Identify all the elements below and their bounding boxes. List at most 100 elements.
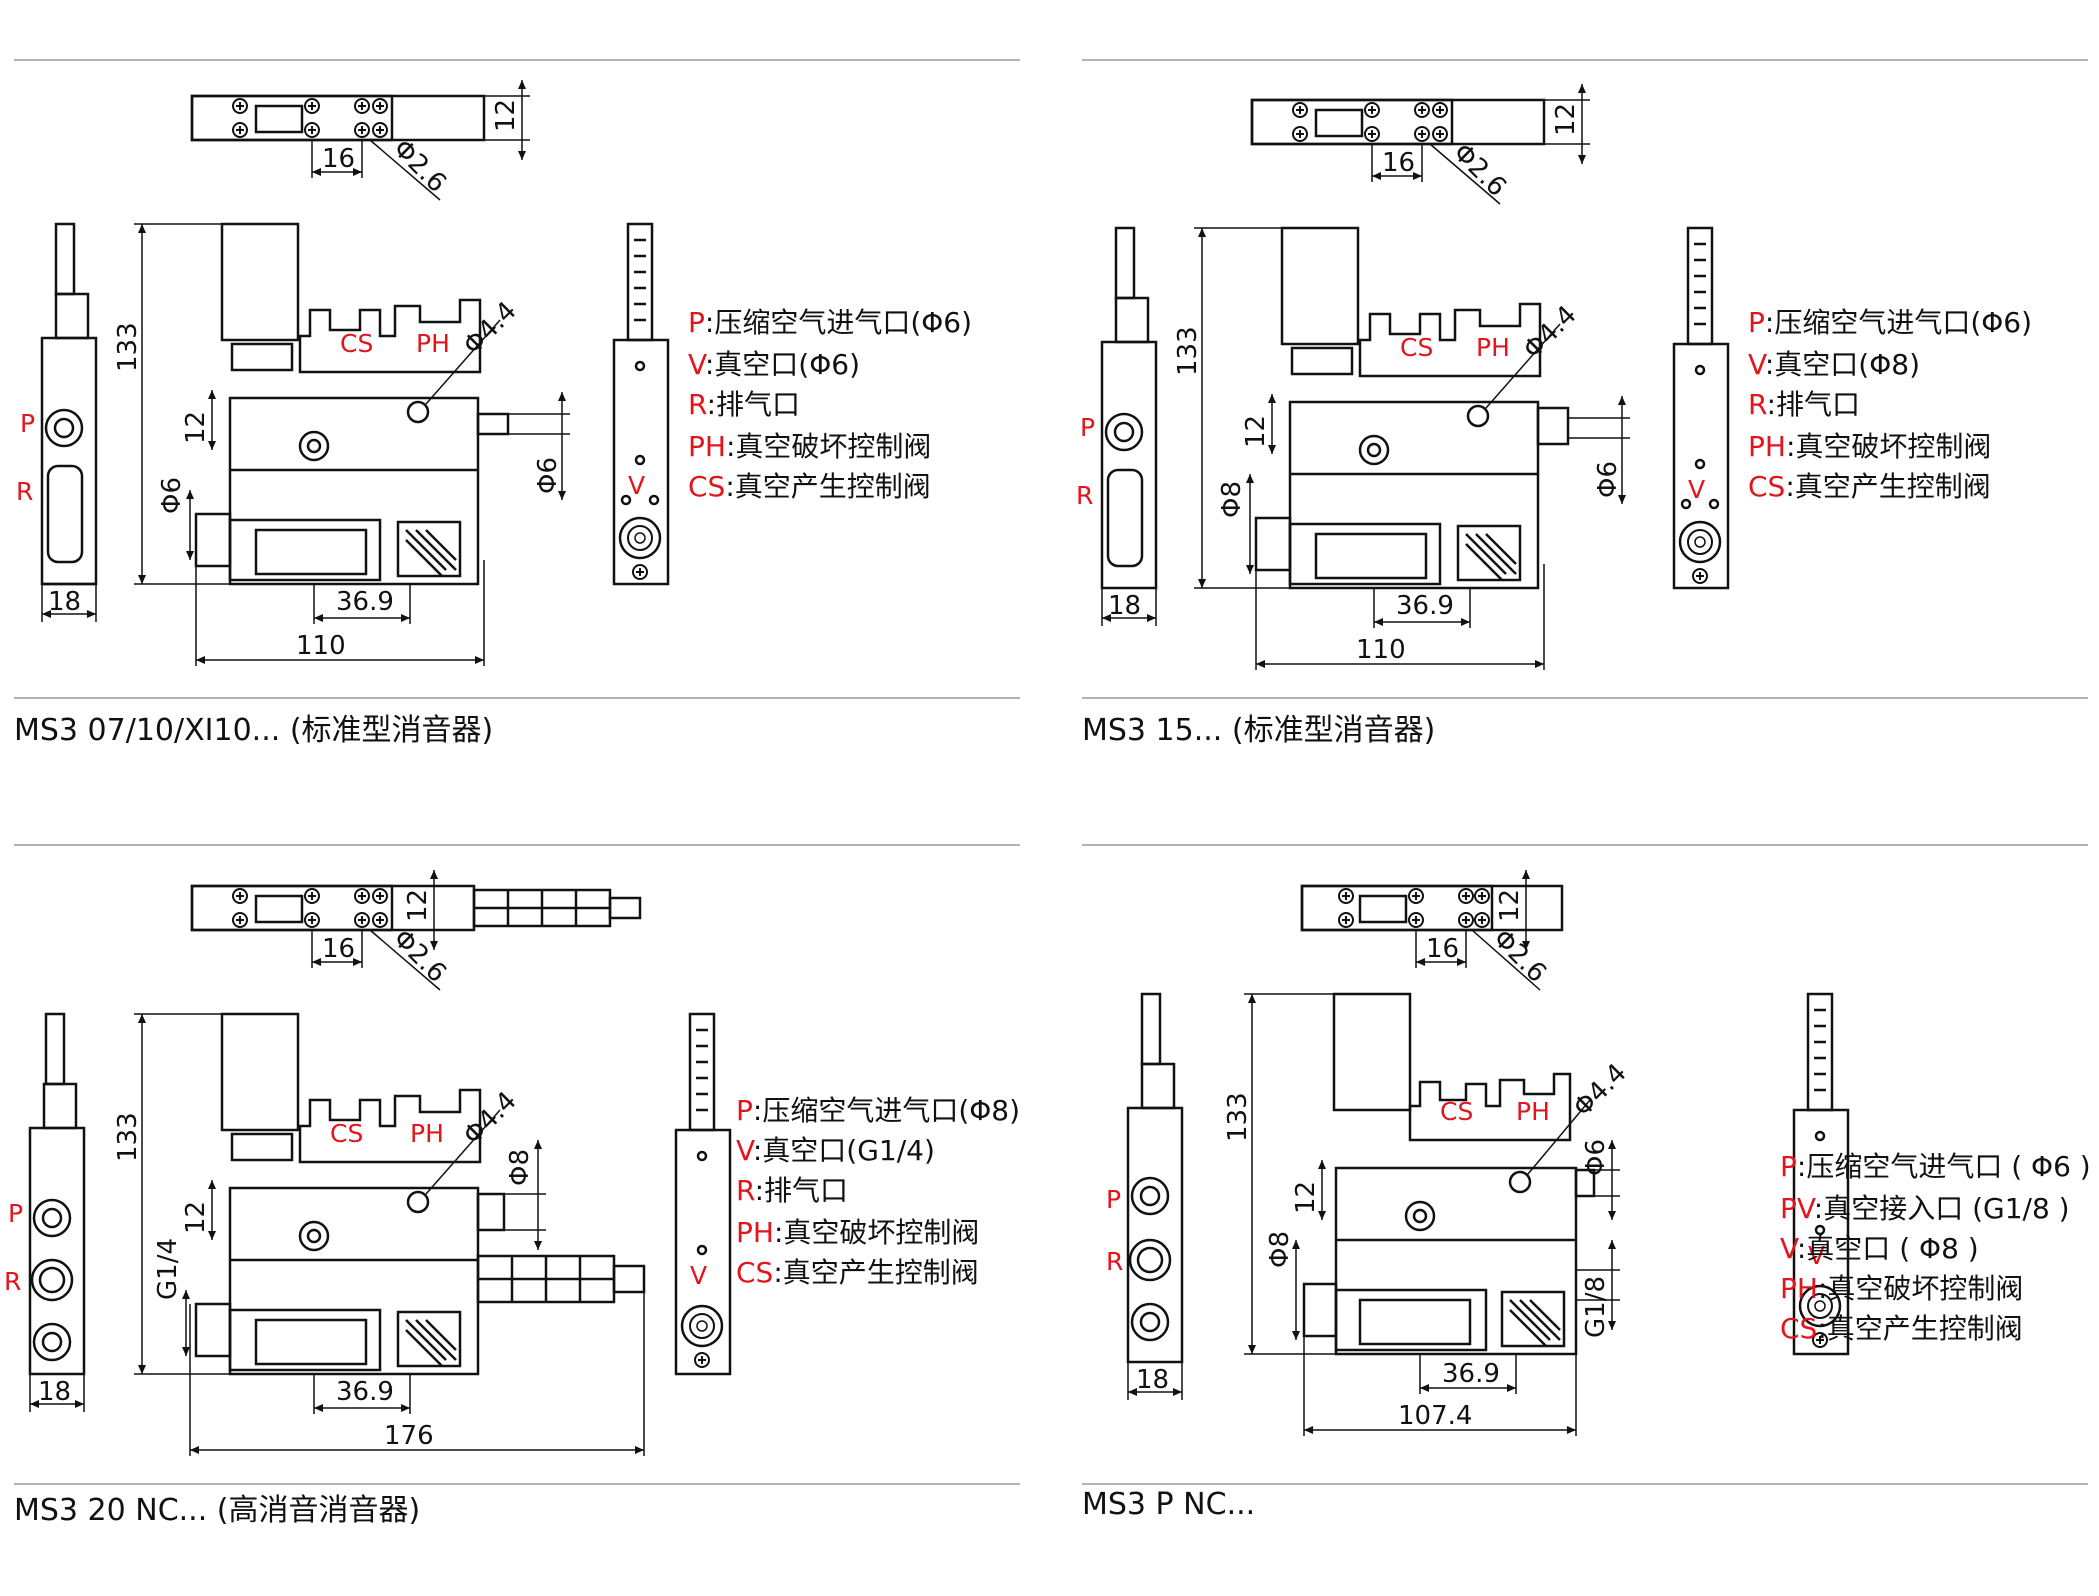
main-view bbox=[194, 222, 510, 586]
front-label-v: V bbox=[628, 471, 645, 500]
dim-port-left: Φ6 bbox=[157, 477, 187, 514]
front-label-v: V bbox=[690, 1261, 707, 1290]
dim-top-height: 12 bbox=[1495, 889, 1525, 922]
dim-total: 176 bbox=[384, 1421, 434, 1451]
panel-caption: MS3 07/10/XI10... (标准型消音器) bbox=[14, 713, 493, 748]
dim-369: 36.9 bbox=[1396, 591, 1454, 621]
legend-item: PH:真空破坏控制阀 bbox=[736, 1216, 979, 1249]
dim-top-height: 12 bbox=[491, 99, 521, 132]
dim-total: 110 bbox=[1356, 635, 1406, 665]
front-view bbox=[1792, 992, 1850, 1356]
dim-h12: 12 bbox=[181, 1201, 211, 1234]
dim-port-left: Φ8 bbox=[1217, 481, 1247, 518]
legend-item: CS:真空产生控制阀 bbox=[688, 470, 931, 503]
dim-hole: Φ2.6 bbox=[387, 924, 452, 989]
top-view-dims bbox=[1371, 84, 1590, 205]
dim-total: 107.4 bbox=[1398, 1401, 1472, 1431]
body-label-cs: CS bbox=[1400, 333, 1433, 362]
dim-width-18: 18 bbox=[1108, 591, 1141, 621]
dim-top-height: 12 bbox=[403, 889, 433, 922]
panel-ms3-20: 16 12 Φ2.6 P R 18 bbox=[4, 870, 1020, 1528]
top-view-dims bbox=[311, 870, 441, 991]
dim-hole-44: Φ4.4 bbox=[1518, 300, 1583, 365]
side-label-p: P bbox=[1106, 1185, 1121, 1214]
dim-top-height: 12 bbox=[1551, 103, 1581, 136]
legend: P:压缩空气进气口 ( Φ6 ) PV:真空接入口 (G1/8 ) V:真空口 … bbox=[1780, 1150, 2091, 1345]
main-view bbox=[194, 1012, 646, 1376]
side-view bbox=[28, 1012, 86, 1376]
front-label-v: V bbox=[1808, 1241, 1825, 1270]
dim-top-length: 16 bbox=[1382, 148, 1415, 178]
dim-width-18: 18 bbox=[48, 587, 81, 617]
dim-top-length: 16 bbox=[322, 144, 355, 174]
dim-port-right: Φ6 bbox=[1581, 1139, 1611, 1176]
panel-ms3-p: 16 12 Φ2.6 P R 18 CS bbox=[1082, 870, 2091, 1522]
front-view bbox=[1672, 226, 1730, 590]
top-view-dims bbox=[1415, 870, 1541, 991]
legend-item: V:真空口 ( Φ8 ) bbox=[1780, 1232, 1979, 1265]
top-view bbox=[190, 94, 486, 142]
side-label-r: R bbox=[1076, 481, 1093, 510]
legend: P:压缩空气进气口(Φ8) V:真空口(G1/4) R:排气口 PH:真空破坏控… bbox=[736, 1094, 1020, 1289]
legend-item: PV:真空接入口 (G1/8 ) bbox=[1780, 1192, 2070, 1225]
body-label-cs: CS bbox=[330, 1119, 363, 1148]
top-view bbox=[1300, 884, 1564, 932]
side-label-r: R bbox=[4, 1267, 21, 1296]
dim-top-length: 16 bbox=[1426, 934, 1459, 964]
side-view bbox=[1100, 226, 1158, 590]
legend-item: R:排气口 bbox=[1748, 388, 1860, 421]
dim-h12: 12 bbox=[1241, 415, 1271, 448]
dim-width-18: 18 bbox=[1136, 1365, 1169, 1395]
dim-total: 110 bbox=[296, 631, 346, 661]
main-view-dims bbox=[1194, 227, 1630, 670]
legend-item: R:排气口 bbox=[736, 1174, 848, 1207]
legend-item: V:真空口(Φ8) bbox=[1748, 348, 1920, 381]
dim-port-right-2: G1/8 bbox=[1581, 1276, 1611, 1338]
legend-item: P:压缩空气进气口(Φ8) bbox=[736, 1094, 1020, 1127]
dim-port-right: Φ6 bbox=[1593, 461, 1623, 498]
panel-rules bbox=[14, 59, 2088, 1485]
main-view-dims bbox=[134, 1013, 645, 1456]
side-label-r: R bbox=[16, 477, 33, 506]
legend-item: V:真空口(G1/4) bbox=[736, 1134, 935, 1167]
legend-item: PH:真空破坏控制阀 bbox=[688, 430, 931, 463]
panel-caption: MS3 20 NC... (高消音消音器) bbox=[14, 1493, 420, 1528]
legend-item: CS:真空产生控制阀 bbox=[1748, 470, 1991, 503]
main-view-dims bbox=[134, 223, 570, 666]
panel-caption: MS3 15... (标准型消音器) bbox=[1082, 713, 1435, 748]
dim-height-133: 133 bbox=[113, 1112, 143, 1162]
side-label-r: R bbox=[1106, 1247, 1123, 1276]
panel-caption: MS3 P NC... bbox=[1082, 1487, 1255, 1522]
dim-h12: 12 bbox=[1291, 1181, 1321, 1214]
legend-item: CS:真空产生控制阀 bbox=[736, 1256, 979, 1289]
dim-width-18: 18 bbox=[38, 1377, 71, 1407]
side-label-p: P bbox=[20, 409, 35, 438]
main-view bbox=[1302, 992, 1596, 1356]
side-view bbox=[40, 222, 98, 586]
side-view bbox=[1126, 992, 1184, 1364]
dim-port-left: Φ8 bbox=[1265, 1231, 1295, 1268]
dim-hole: Φ2.6 bbox=[1447, 138, 1512, 203]
legend-item: PH:真空破坏控制阀 bbox=[1780, 1272, 2023, 1305]
body-label-ph: PH bbox=[1476, 333, 1510, 362]
body-label-cs: CS bbox=[340, 329, 373, 358]
dim-hole-44: Φ4.4 bbox=[1568, 1058, 1633, 1123]
body-label-ph: PH bbox=[410, 1119, 444, 1148]
legend: P:压缩空气进气口(Φ6) V:真空口(Φ8) R:排气口 PH:真空破坏控制阀… bbox=[1748, 306, 2032, 503]
dim-hole-44: Φ4.4 bbox=[458, 296, 523, 361]
front-label-v: V bbox=[1688, 475, 1705, 504]
panel-ms3-15: 16 12 Φ2.6 P R 18 CS bbox=[1076, 84, 2032, 748]
top-view-dims bbox=[311, 80, 530, 201]
side-label-p: P bbox=[8, 1199, 23, 1228]
legend-item: PH:真空破坏控制阀 bbox=[1748, 430, 1991, 463]
side-label-p: P bbox=[1080, 413, 1095, 442]
body-label-ph: PH bbox=[416, 329, 450, 358]
dim-369: 36.9 bbox=[1442, 1359, 1500, 1389]
dim-hole: Φ2.6 bbox=[387, 134, 452, 199]
dim-top-length: 16 bbox=[322, 934, 355, 964]
dim-port-right: Φ6 bbox=[533, 457, 563, 494]
legend-item: P:压缩空气进气口(Φ6) bbox=[688, 306, 972, 339]
legend: P:压缩空气进气口(Φ6) V:真空口(Φ6) R:排气口 PH:真空破坏控制阀… bbox=[688, 306, 972, 503]
front-view bbox=[612, 222, 670, 586]
